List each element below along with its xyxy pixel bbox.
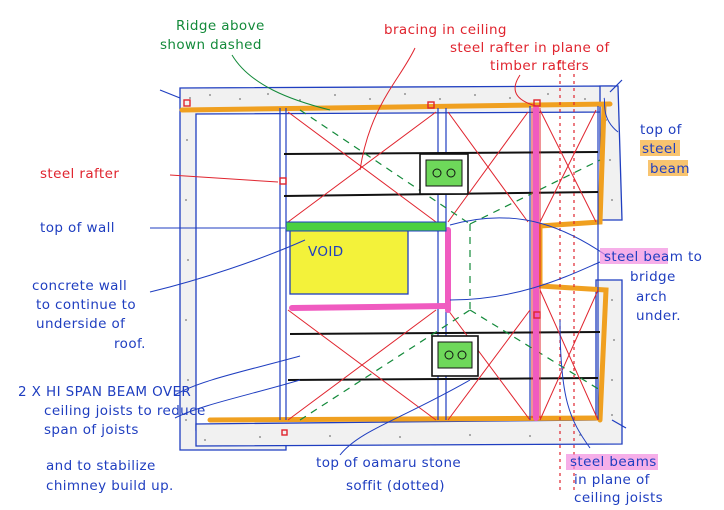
svg-text:shown dashed: shown dashed (160, 37, 262, 53)
svg-text:steel: steel (642, 141, 677, 157)
svg-text:roof.: roof. (114, 336, 146, 352)
svg-text:ceiling joists: ceiling joists (574, 490, 663, 506)
svg-text:timber rafters: timber rafters (490, 58, 589, 74)
steel-beams-joists-note: steel beams in plane of ceiling joists (570, 454, 663, 506)
green-beam-strip (285, 221, 447, 232)
ridge-note: Ridge above shown dashed (160, 18, 265, 53)
void-label: VOID (308, 244, 344, 260)
svg-text:ceiling joists to reduce: ceiling joists to reduce (44, 403, 206, 419)
svg-text:and to stabilize: and to stabilize (46, 458, 156, 474)
stabilize-note: and to stabilize chimney build up. (46, 458, 174, 494)
svg-text:beam: beam (650, 161, 690, 177)
svg-text:steel beam to: steel beam to (604, 249, 702, 265)
svg-text:under.: under. (636, 308, 681, 324)
bracing-note: bracing in ceiling (384, 22, 507, 38)
hi-span-beam-note: 2 X HI SPAN BEAM OVER ceiling joists to … (18, 384, 206, 438)
svg-text:2 X HI SPAN BEAM OVER: 2 X HI SPAN BEAM OVER (18, 384, 191, 400)
steel-rafter-note: steel rafter (40, 166, 119, 182)
soffit-line (559, 60, 575, 490)
ridge-line (299, 109, 601, 421)
concrete-stipple (185, 93, 615, 441)
steel-beams-pink-edge (531, 108, 541, 418)
rafter-markers (183, 99, 541, 436)
steel-rafter-plane-note: steel rafter in plane of timber rafters (450, 40, 611, 74)
svg-text:bridge: bridge (630, 269, 676, 285)
svg-text:span of joists: span of joists (44, 422, 139, 438)
steel-beams-pink (289, 105, 539, 421)
steel-beam-bridge-note: steel beam to bridge arch under. (604, 249, 702, 324)
chimney-flue-top (419, 153, 469, 195)
oamaru-soffit-note: top of oamaru stone soffit (dotted) (316, 455, 461, 494)
steel-beam-bridge-highlight (600, 248, 668, 264)
svg-text:to continue to: to continue to (36, 297, 136, 313)
concrete-wall-note: concrete wall to continue to underside o… (32, 278, 146, 352)
svg-text:Ridge above: Ridge above (176, 18, 265, 34)
top-of-wall-note: top of wall (40, 220, 115, 236)
leader-lines (149, 47, 619, 456)
svg-text:top of: top of (640, 122, 683, 138)
svg-text:in plane of: in plane of (574, 472, 651, 488)
svg-text:steel beams: steel beams (570, 454, 657, 470)
svg-text:soffit (dotted): soffit (dotted) (346, 478, 445, 494)
svg-text:top of oamaru stone: top of oamaru stone (316, 455, 461, 471)
steel-beams-highlight (566, 454, 658, 470)
bracing-crosses (287, 109, 599, 421)
beam-highlight (648, 160, 688, 176)
svg-text:arch: arch (636, 289, 667, 305)
steel-highlight (640, 140, 680, 156)
top-of-steel-beam-note: top of steel beam (640, 122, 690, 177)
void-area (289, 227, 409, 295)
svg-text:underside of: underside of (36, 316, 126, 332)
chimney-flue-bottom (431, 335, 479, 377)
svg-text:steel rafter in plane of: steel rafter in plane of (450, 40, 611, 56)
svg-text:chimney build up.: chimney build up. (46, 478, 174, 494)
svg-text:concrete wall: concrete wall (32, 278, 127, 294)
